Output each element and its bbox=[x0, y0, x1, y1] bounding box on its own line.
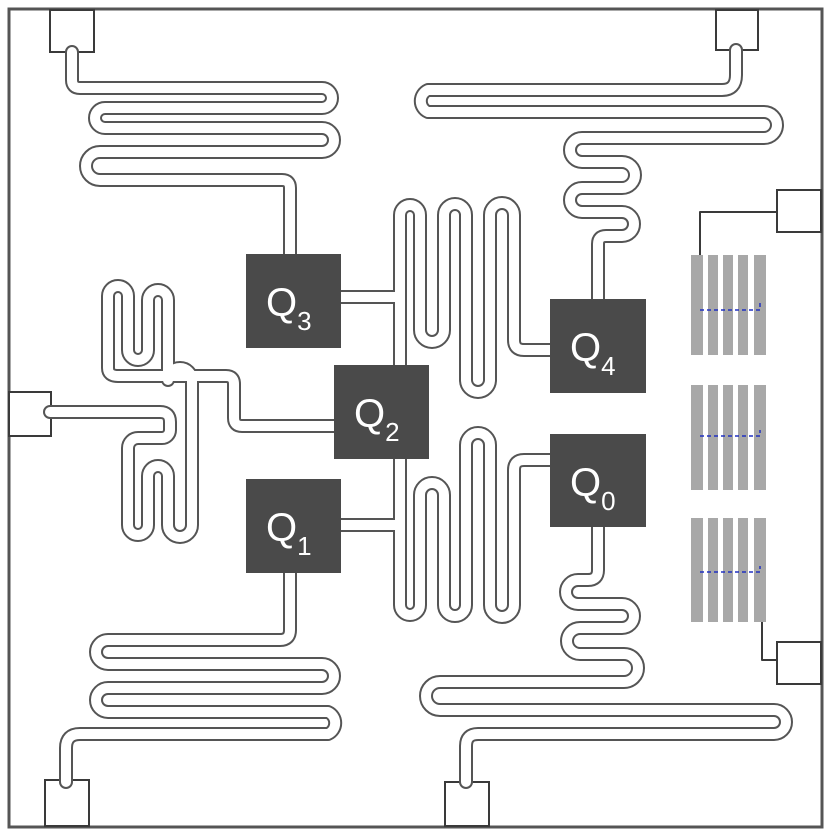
bond-pad-right-lower bbox=[776, 641, 822, 685]
svg-text:Q3: Q3 bbox=[266, 281, 312, 336]
svg-text:Q2: Q2 bbox=[354, 392, 400, 447]
qubit-q4-letter: Q bbox=[570, 326, 601, 370]
svg-text:Q1: Q1 bbox=[266, 506, 312, 561]
qubit-q4-index: 4 bbox=[601, 351, 615, 381]
readout-resonator-q3 bbox=[65, 45, 341, 262]
qubit-q3-index: 3 bbox=[297, 306, 311, 336]
svg-text:Q0: Q0 bbox=[570, 461, 616, 516]
bus-resonator-upper bbox=[331, 196, 559, 399]
capacitor-block-2 bbox=[691, 385, 766, 490]
qubit-q1: Q1 bbox=[246, 479, 341, 573]
qubit-q1-index: 1 bbox=[297, 531, 311, 561]
qubit-q2: Q2 bbox=[334, 365, 429, 459]
capacitor-block-1 bbox=[691, 255, 766, 355]
qubit-q3-letter: Q bbox=[266, 281, 297, 325]
readout-resonator-q2 bbox=[43, 279, 345, 544]
qubit-q2-letter: Q bbox=[354, 392, 385, 436]
qubit-q2-index: 2 bbox=[385, 417, 399, 447]
bond-pad-right-upper bbox=[776, 189, 822, 233]
qubit-q4: Q4 bbox=[550, 299, 646, 393]
qubit-q0-index: 0 bbox=[601, 486, 615, 516]
capacitor-block-3 bbox=[691, 518, 766, 622]
bus-resonator-lower bbox=[331, 426, 559, 624]
qubit-q0: Q0 bbox=[550, 434, 646, 527]
readout-resonator-q0 bbox=[419, 519, 793, 789]
bond-pad-bottom-center bbox=[444, 781, 490, 827]
readout-resonator-q1 bbox=[59, 565, 343, 789]
qubit-q1-letter: Q bbox=[266, 506, 297, 550]
svg-text:Q4: Q4 bbox=[570, 326, 616, 381]
junction-array bbox=[691, 211, 778, 661]
qubit-q3: Q3 bbox=[246, 254, 341, 348]
readout-resonator-q4 bbox=[413, 43, 784, 307]
qubit-q0-letter: Q bbox=[570, 461, 601, 505]
